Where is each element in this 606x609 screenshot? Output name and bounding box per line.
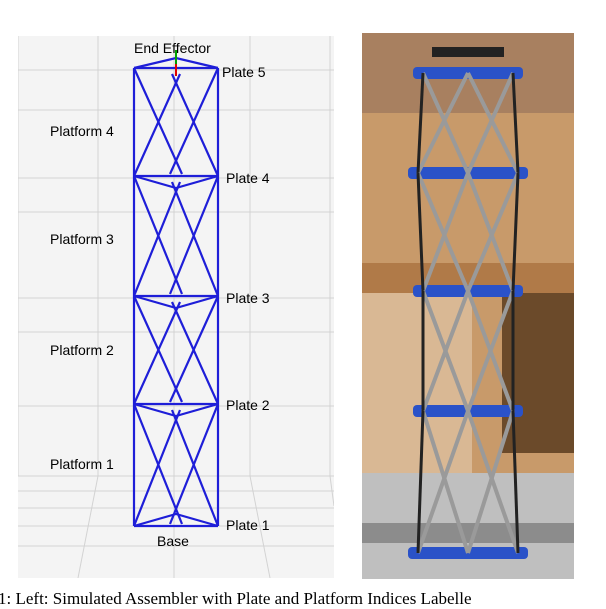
platform-label-3: Platform 3 <box>50 231 114 247</box>
base-label: Base <box>157 533 189 549</box>
platform-label-2: Platform 2 <box>50 342 114 358</box>
grid-floor-line <box>77 475 99 578</box>
platform-label-1: Platform 1 <box>50 456 114 472</box>
photo-actuator <box>511 72 520 174</box>
strut <box>132 181 182 297</box>
photo-panel <box>362 33 574 579</box>
photo-strut <box>466 410 515 554</box>
plate-triangle <box>133 174 219 190</box>
plate-label-5: Plate 5 <box>222 64 266 80</box>
photo-strut <box>416 72 470 174</box>
strut <box>170 301 220 405</box>
photo-strut <box>421 290 470 412</box>
photo-strut <box>466 290 515 412</box>
figure-caption: 1: Left: Simulated Assembler with Plate … <box>0 589 472 608</box>
simulation-view <box>18 36 334 578</box>
strut <box>132 73 182 177</box>
photo-strut <box>466 72 520 174</box>
strut <box>170 409 220 527</box>
photo-strut <box>466 410 520 554</box>
photo-actuator <box>416 72 425 174</box>
plate-triangle <box>133 294 219 310</box>
end-effector-label: End Effector <box>134 40 211 56</box>
photo-strut <box>421 72 470 174</box>
photo-strut <box>466 172 520 292</box>
strut <box>170 73 220 177</box>
plate-triangle <box>133 512 219 528</box>
plate-label-1: Plate 1 <box>226 517 270 533</box>
photo-rail <box>362 523 574 543</box>
photo-strut <box>416 410 470 554</box>
plate-triangle <box>133 402 219 418</box>
plate-label-3: Plate 3 <box>226 290 270 306</box>
photo-strut <box>421 410 470 554</box>
photo-actuator <box>416 410 425 554</box>
strut <box>132 301 182 405</box>
simulation-panel: End Effector Base Plate 5 Plate 4 Plate … <box>18 36 334 578</box>
photo-end-effector <box>432 47 504 57</box>
physical-assembler-photo <box>362 33 574 579</box>
photo-strut <box>466 72 515 174</box>
strut <box>170 181 220 297</box>
photo-strut <box>416 172 470 292</box>
photo-strut <box>466 172 515 292</box>
strut <box>132 409 182 527</box>
plate-label-4: Plate 4 <box>226 170 270 186</box>
photo-actuator <box>511 410 520 554</box>
grid-floor-line <box>249 475 271 578</box>
photo-actuator <box>416 172 425 292</box>
grid-floor-line <box>329 475 334 507</box>
plate-label-2: Plate 2 <box>226 397 270 413</box>
platform-label-4: Platform 4 <box>50 123 114 139</box>
photo-strut <box>421 172 470 292</box>
photo-actuator <box>511 172 520 292</box>
